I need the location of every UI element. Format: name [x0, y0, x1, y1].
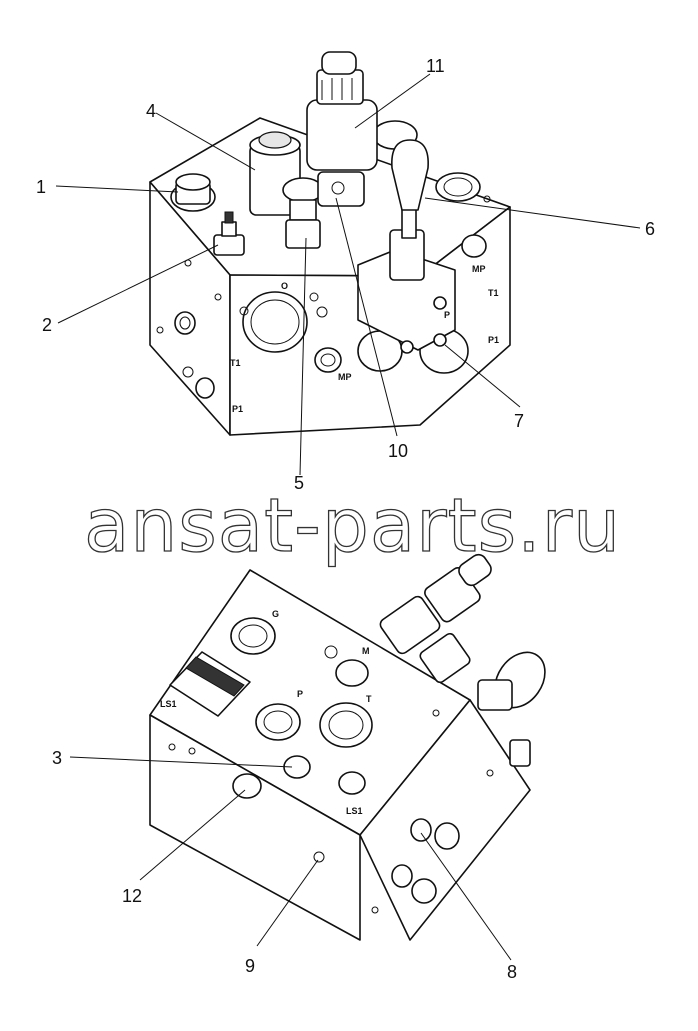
pressure-fitting-component-2: [213, 211, 245, 256]
port-label-p-valve: P: [444, 310, 450, 320]
callout-6: 6: [645, 219, 655, 239]
callout-5: 5: [294, 473, 304, 493]
watermark-text: ansat-parts.ru: [84, 483, 621, 569]
port-label-g: G: [272, 609, 279, 619]
plug-component-1: [175, 173, 211, 205]
leader-lines-top: [55, 73, 641, 476]
port-label-mp-right: MP: [472, 264, 486, 274]
port-label-ls1-top: LS1: [160, 699, 177, 709]
callout-11: 11: [426, 56, 445, 76]
callout-12: 12: [122, 886, 142, 906]
port-label-p1-left: P1: [232, 404, 243, 414]
port-label-t1-right: T1: [488, 288, 499, 298]
port-label-p: P: [297, 689, 303, 699]
callout-4: 4: [146, 101, 156, 121]
callout-8: 8: [507, 962, 517, 982]
callout-2: 2: [42, 315, 52, 335]
directional-valve-lever-icon: [357, 139, 456, 354]
check-valve-component-10: [317, 171, 365, 207]
port-label-m: M: [362, 646, 370, 656]
port-label-ls1-bottom: LS1: [346, 806, 363, 816]
callout-3: 3: [52, 748, 62, 768]
port-label-o-top: O: [281, 281, 288, 291]
callout-7: 7: [514, 411, 524, 431]
pressure-valve-component-11: [306, 51, 378, 171]
port-label-t: T: [366, 694, 372, 704]
port-label-t1-left: T1: [230, 358, 241, 368]
lower-cartridge-group: [379, 553, 546, 767]
leader-lines-bottom: [69, 756, 512, 961]
callout-9: 9: [245, 956, 255, 976]
port-label-mp-front: MP: [338, 372, 352, 382]
callout-1: 1: [36, 177, 46, 197]
lower-valve-block: [149, 569, 531, 941]
port-label-p1-right: P1: [488, 335, 499, 345]
callout-10: 10: [388, 441, 408, 461]
